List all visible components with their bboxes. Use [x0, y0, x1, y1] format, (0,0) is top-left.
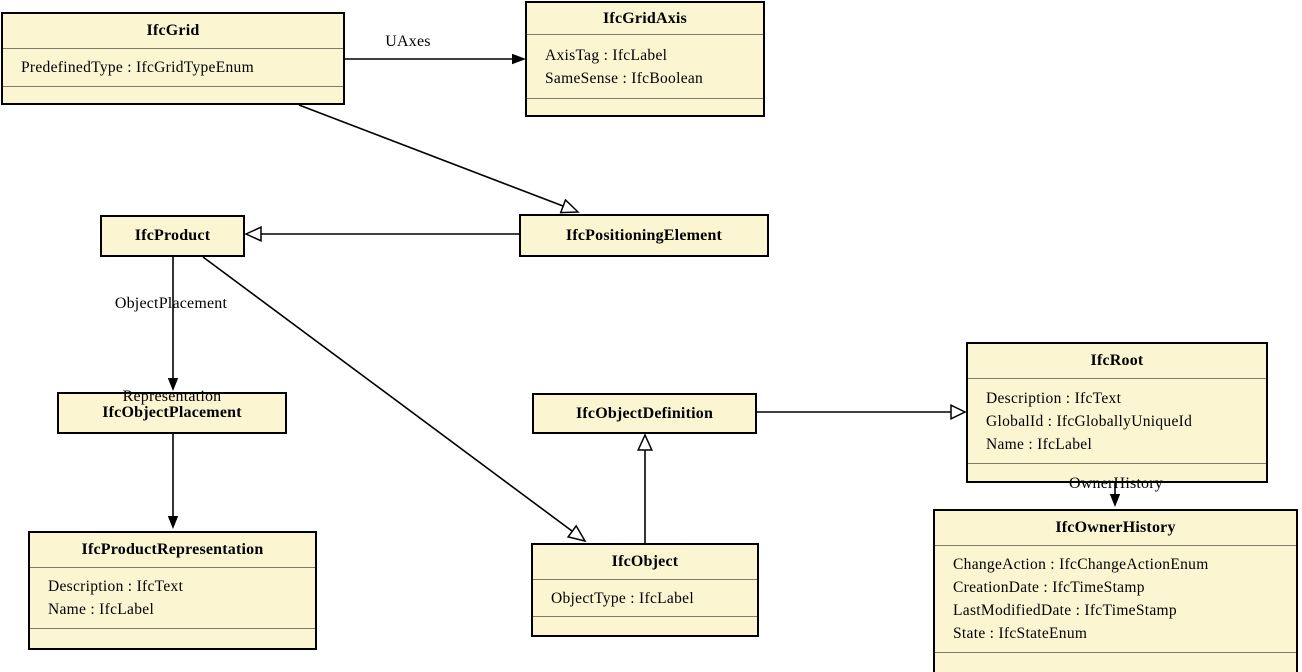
attribute-row: Description : IfcText [986, 389, 1122, 407]
class-ifcgrid-empty-compartment [3, 86, 343, 103]
attribute-row: State : IfcStateEnum [953, 625, 1088, 642]
class-ifcownerhistory-empty-compartment [935, 652, 1296, 672]
class-ifcpositioningelement-title: IfcPositioningElement [565, 226, 723, 244]
edge-objectdefinition-root-triangle-icon [950, 404, 967, 420]
class-ifcobjectplacement: IfcObjectPlacement [57, 392, 287, 434]
edge-representation-arrowhead-icon [167, 516, 179, 529]
class-ifcgrid-attributes: PredefinedType : IfcGridTypeEnum [3, 48, 343, 86]
edge-grid-positioning-line [298, 104, 564, 207]
attribute-row: CreationDate : IfcTimeStamp [953, 579, 1145, 596]
edge-object-objectdefinition-triangle-icon [637, 433, 653, 451]
edge-product-object-triangle-icon [566, 524, 587, 543]
edge-ownerhistory-arrowhead-icon [1109, 494, 1121, 507]
edge-positioning-product-triangle-icon [244, 226, 262, 242]
class-ifcproductrepresentation-empty-compartment [30, 628, 315, 648]
edge-label-objectplacement: ObjectPlacement [114, 295, 228, 312]
class-ifcobject-attributes: ObjectType : IfcLabel [533, 579, 757, 616]
attribute-row: AxisTag : IfcLabel [545, 46, 668, 64]
class-ifcproduct-title: IfcProduct [134, 227, 211, 244]
class-ifcproductrepresentation-attributes: Description : IfcText Name : IfcLabel [30, 567, 315, 628]
class-ifcgrid-title: IfcGrid [146, 22, 200, 39]
class-ifcproduct: IfcProduct [100, 215, 245, 257]
attribute-row: GlobalId : IfcGloballyUniqueId [986, 412, 1193, 430]
edge-label-representation: Representation [122, 388, 222, 405]
class-ifcgrid: IfcGrid PredefinedType : IfcGridTypeEnum [1, 12, 345, 105]
attribute-row: Name : IfcLabel [986, 435, 1093, 453]
class-ifcobject-empty-compartment [533, 616, 757, 635]
attribute-row: ObjectType : IfcLabel [551, 589, 694, 607]
class-ifcroot-empty-compartment [968, 463, 1266, 481]
edge-label-uaxes: UAxes [385, 33, 431, 50]
class-ifcroot-attributes: Description : IfcText GlobalId : IfcGlob… [968, 378, 1266, 463]
edge-uaxes-arrowhead-icon [512, 53, 526, 65]
edge-grid-positioning-triangle-icon [559, 198, 580, 214]
class-ifcgridaxis-empty-compartment [527, 98, 763, 115]
class-ifcproductrepresentation: IfcProductRepresentation Description : I… [28, 531, 317, 650]
class-ifcobject-title: IfcObject [611, 553, 679, 570]
class-ifcownerhistory: IfcOwnerHistory ChangeAction : IfcChange… [933, 509, 1298, 672]
class-ifcobjectplacement-title: IfcObjectPlacement [102, 404, 242, 421]
attribute-row: LastModifiedDate : IfcTimeStamp [953, 602, 1177, 619]
class-ifcobjectdefinition-title: IfcObjectDefinition [575, 404, 714, 422]
class-ifcgridaxis-attributes: AxisTag : IfcLabel SameSense : IfcBoolea… [527, 34, 763, 98]
class-ifcroot: IfcRoot Description : IfcText GlobalId :… [966, 342, 1268, 483]
class-ifcgridaxis-title: IfcGridAxis [603, 9, 687, 27]
class-ifcproductrepresentation-title: IfcProductRepresentation [81, 541, 264, 558]
attribute-row: ChangeAction : IfcChangeActionEnum [953, 556, 1209, 573]
edge-label-ownerhistory: OwnerHistory [1069, 475, 1163, 492]
attribute-row: PredefinedType : IfcGridTypeEnum [21, 59, 254, 76]
class-ifcroot-title: IfcRoot [1090, 352, 1144, 369]
attribute-row: Description : IfcText [48, 578, 184, 595]
class-ifcgridaxis: IfcGridAxis AxisTag : IfcLabel SameSense… [525, 1, 765, 117]
class-ifcobject: IfcObject ObjectType : IfcLabel [531, 543, 759, 637]
class-ifcownerhistory-attributes: ChangeAction : IfcChangeActionEnum Creat… [935, 545, 1296, 652]
class-ifcownerhistory-title: IfcOwnerHistory [1055, 519, 1176, 536]
class-ifcobjectdefinition: IfcObjectDefinition [532, 393, 757, 434]
edge-product-object-line [202, 256, 573, 532]
attribute-row: Name : IfcLabel [48, 601, 155, 618]
edge-objectplacement-arrowhead-icon [167, 378, 179, 391]
class-ifcpositioningelement: IfcPositioningElement [519, 214, 769, 257]
attribute-row: SameSense : IfcBoolean [545, 69, 704, 87]
